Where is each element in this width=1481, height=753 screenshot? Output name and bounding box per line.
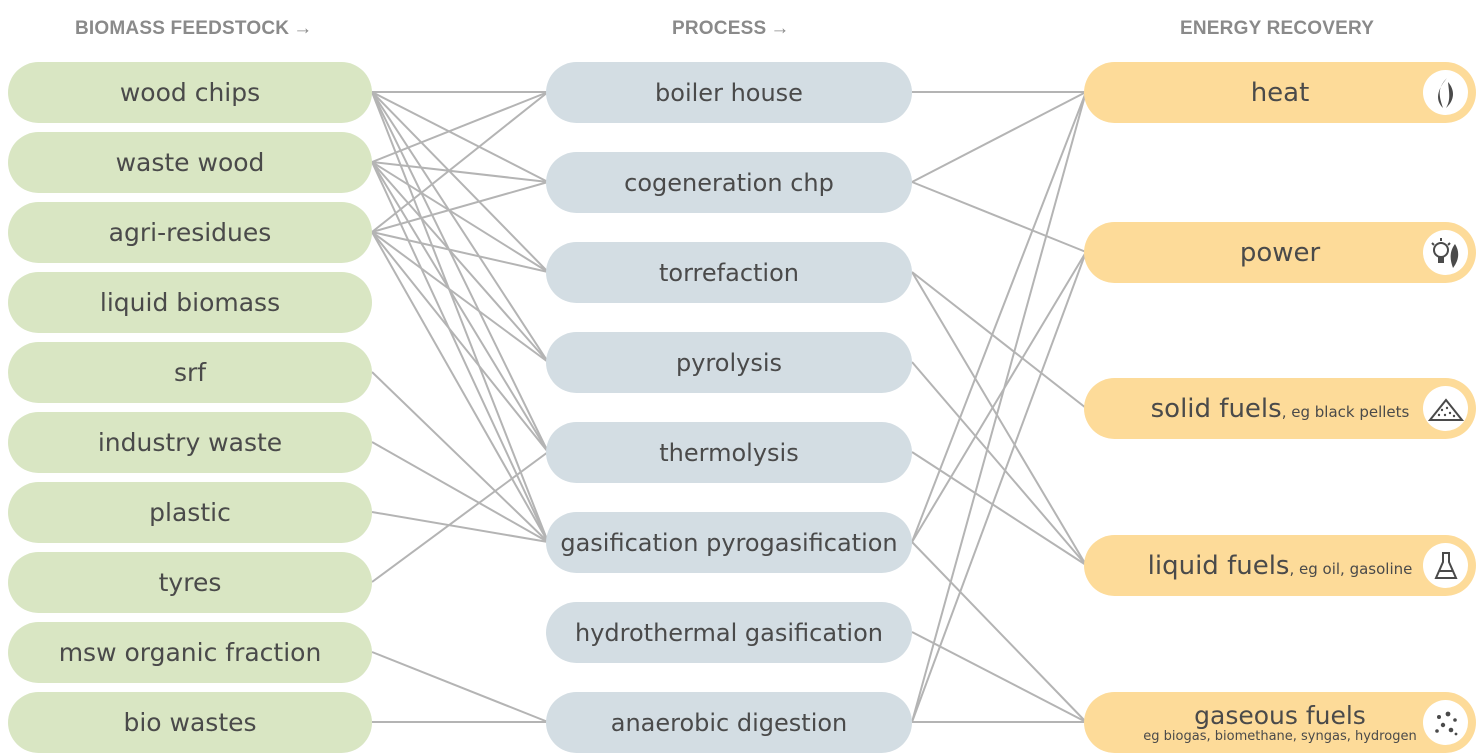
process-boiler-house: boiler house	[546, 62, 912, 123]
process-cogeneration-chp: cogeneration chp	[546, 152, 912, 213]
feed-process-link	[371, 231, 549, 273]
feed-process-link	[371, 441, 549, 543]
feed-process-link	[371, 231, 549, 543]
process-anaerobic-digestion: anaerobic digestion	[546, 692, 912, 753]
feed-process-link	[371, 231, 549, 363]
process-energy-link	[911, 451, 1087, 566]
feedstock-bio-wastes: bio wastes	[8, 692, 372, 753]
flame-icon	[1423, 70, 1468, 115]
feedstock-waste-wood: waste wood	[8, 132, 372, 193]
arrow-right-icon: →	[293, 18, 313, 39]
flask-icon	[1423, 543, 1468, 588]
process-energy-link	[911, 271, 1087, 566]
process-energy-link	[911, 271, 1087, 409]
feedstock-industry-waste: industry waste	[8, 412, 372, 473]
feed-process-link	[371, 91, 549, 233]
feed-process-link	[371, 161, 549, 543]
process-energy-link	[911, 631, 1087, 723]
process-energy-link	[911, 251, 1087, 723]
process-gasification-pyrogasification: gasification pyrogasification	[546, 512, 912, 573]
process-energy-link	[911, 251, 1087, 543]
feedstock-msw-organic-fraction: msw organic fraction	[8, 622, 372, 683]
pellet-pile-icon	[1423, 386, 1468, 431]
energy-recovery-header: ENERGY RECOVERY	[1180, 18, 1375, 39]
process-energy-link	[911, 541, 1087, 723]
process-thermolysis: thermolysis	[546, 422, 912, 483]
feed-process-link	[371, 91, 549, 273]
energy-power: power	[1084, 222, 1476, 283]
feed-process-link	[371, 91, 549, 453]
gas-bubbles-icon	[1423, 700, 1468, 745]
feed-process-link	[371, 161, 549, 183]
feedstock-wood-chips: wood chips	[8, 62, 372, 123]
feedstock-srf: srf	[8, 342, 372, 403]
process-energy-link	[911, 91, 1087, 543]
feed-process-link	[371, 161, 549, 273]
process-energy-link	[911, 91, 1087, 723]
feed-process-link	[371, 181, 549, 233]
feed-process-link	[371, 91, 549, 363]
process-pyrolysis: pyrolysis	[546, 332, 912, 393]
feedstock-tyres: tyres	[8, 552, 372, 613]
energy-solid-fuels: solid fuels, eg black pellets	[1084, 378, 1476, 439]
feed-process-link	[371, 231, 549, 453]
feed-process-link	[371, 161, 549, 363]
feed-process-link	[371, 371, 549, 543]
feed-process-link	[371, 511, 549, 543]
feed-process-link	[371, 91, 549, 163]
energy-heat: heat	[1084, 62, 1476, 123]
feed-process-link	[371, 651, 549, 723]
feed-process-link	[371, 91, 549, 183]
process-energy-link	[911, 361, 1087, 566]
energy-liquid-fuels: liquid fuels, eg oil, gasoline	[1084, 535, 1476, 596]
process-header: PROCESS→	[672, 18, 790, 39]
bulb-flame-icon	[1423, 230, 1468, 275]
process-hydrothermal-gasification: hydrothermal gasification	[546, 602, 912, 663]
feedstock-liquid-biomass: liquid biomass	[8, 272, 372, 333]
feedstock-header: BIOMASS FEEDSTOCK→	[75, 18, 313, 39]
feed-process-link	[371, 91, 549, 543]
process-energy-link	[911, 181, 1087, 253]
feedstock-agri-residues: agri-residues	[8, 202, 372, 263]
feedstock-plastic: plastic	[8, 482, 372, 543]
feed-process-link	[371, 161, 549, 453]
arrow-right-icon: →	[770, 18, 790, 39]
process-torrefaction: torrefaction	[546, 242, 912, 303]
feed-process-link	[371, 451, 549, 583]
process-energy-link	[911, 91, 1087, 183]
